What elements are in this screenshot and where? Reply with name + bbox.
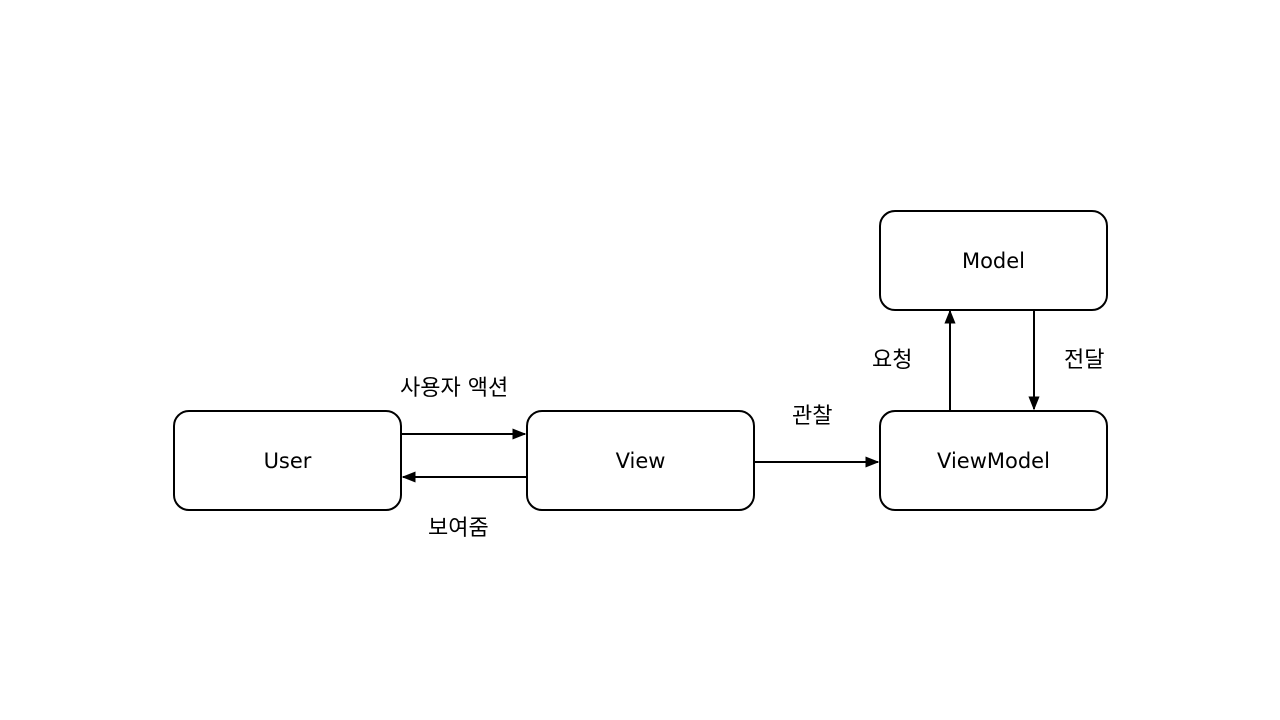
model-node: Model [879,210,1108,311]
user-node: User [173,410,402,511]
request-label: 요청 [872,348,913,373]
deliver-label: 전달 [1064,348,1105,373]
user-action-label: 사용자 액션 [400,376,509,401]
view-node: View [526,410,755,511]
user-node-label: User [263,448,312,473]
show-label: 보여줌 [428,516,489,541]
viewmodel-node: ViewModel [879,410,1108,511]
view-node-label: View [615,448,666,473]
observe-label: 관찰 [792,404,833,429]
model-node-label: Model [961,248,1026,273]
viewmodel-node-label: ViewModel [937,448,1050,473]
